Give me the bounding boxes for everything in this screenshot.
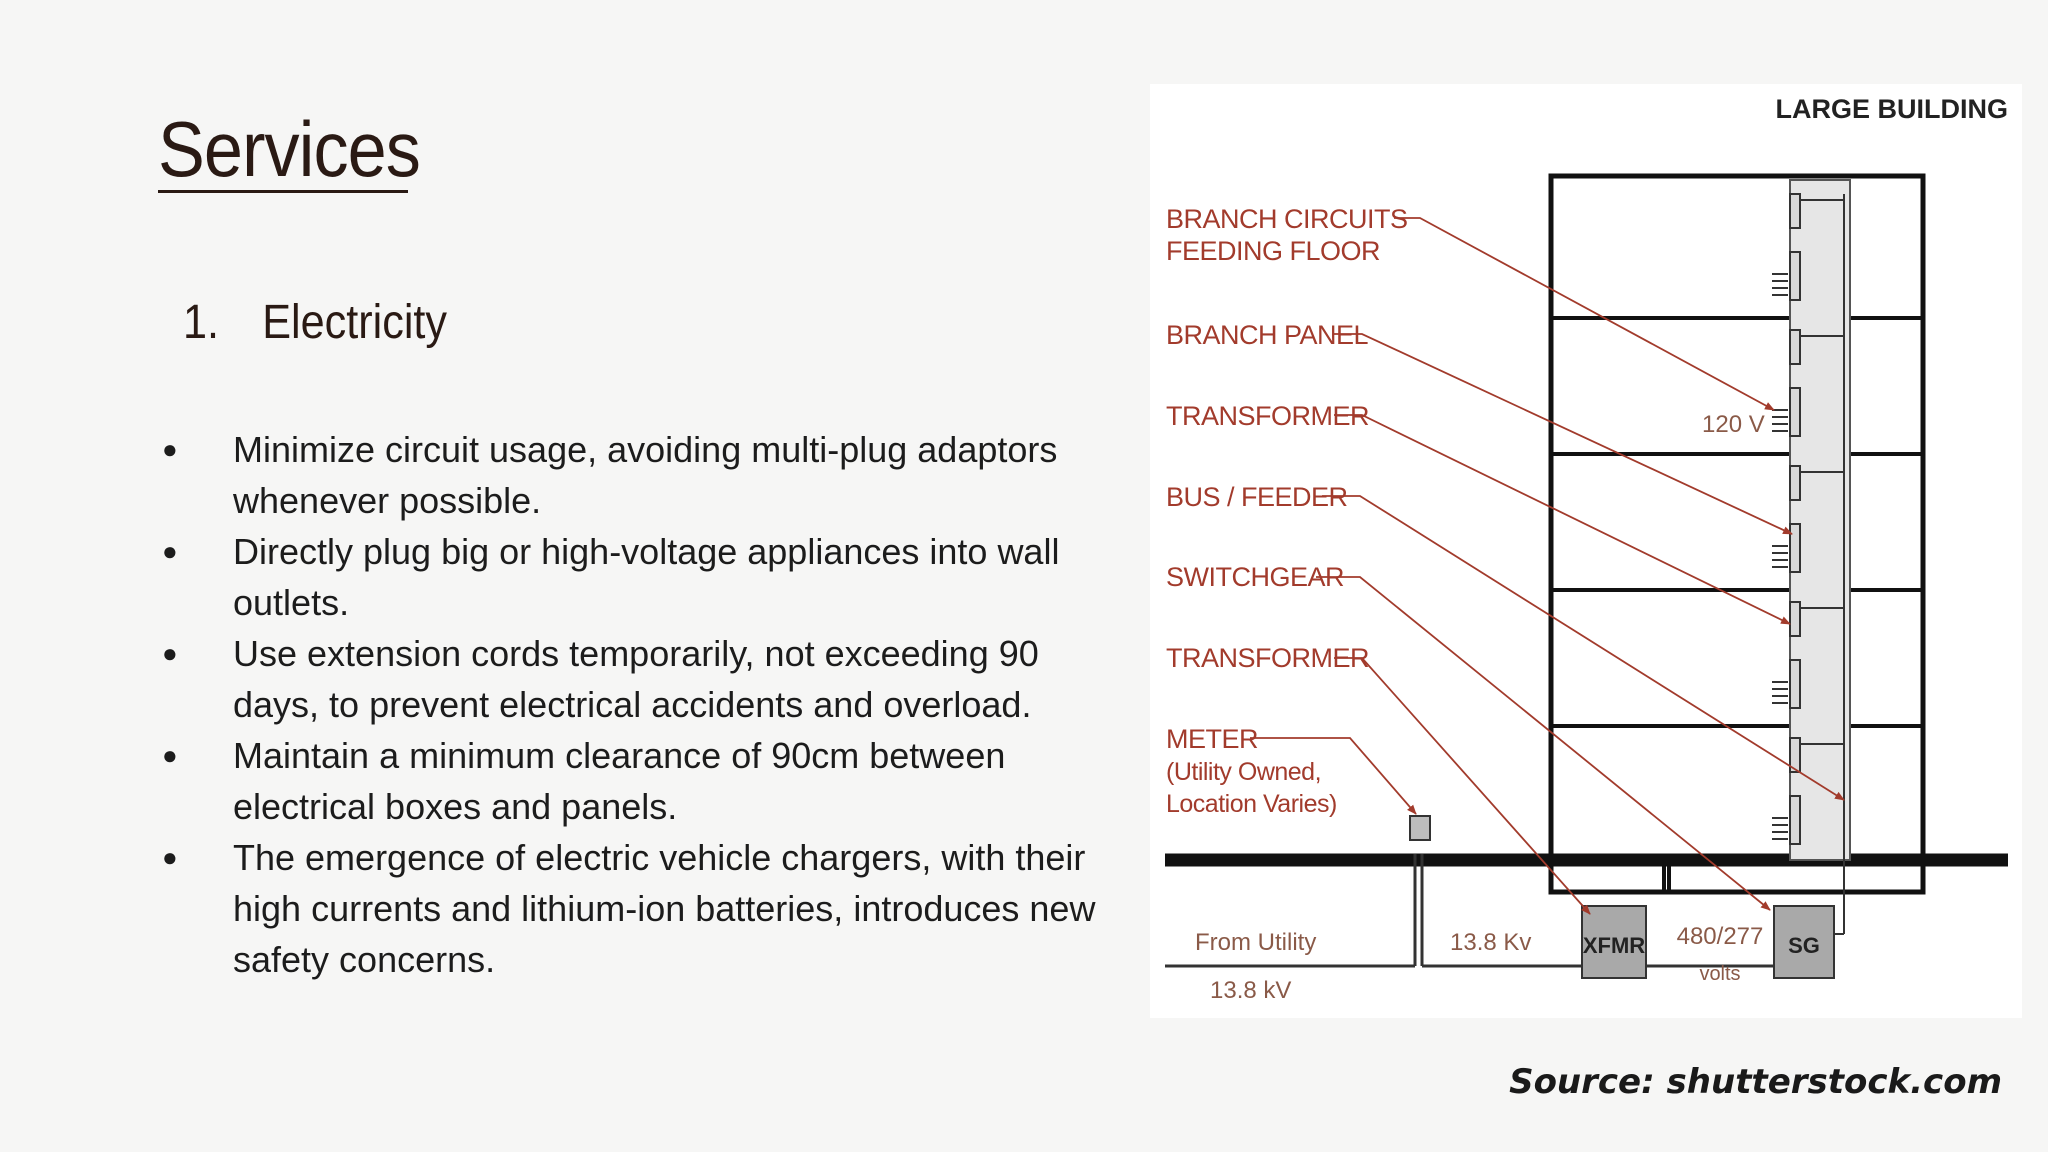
volts-value-label: 480/277	[1677, 923, 1764, 950]
bullet-item: Use extension cords temporarily, not exc…	[162, 628, 1102, 730]
label-meter: METER	[1166, 724, 1258, 754]
floor-panels	[1772, 193, 1844, 845]
feed-kv-label: 13.8 Kv	[1450, 929, 1531, 956]
switchgear-box	[1773, 905, 1835, 979]
sg-label: SG	[1788, 933, 1820, 958]
voltage-120-label: 120 V	[1702, 411, 1765, 438]
label-bus-feeder: BUS / FEEDER	[1166, 482, 1348, 512]
leader-lines	[1250, 217, 1845, 915]
volts-unit-label: volts	[1699, 963, 1740, 985]
label-branch-panel: BRANCH PANEL	[1166, 320, 1369, 350]
diagram-heading: LARGE BUILDING	[1776, 94, 2009, 124]
label-transformer-upper: TRANSFORMER	[1166, 401, 1369, 431]
section-number: 1.	[183, 296, 220, 349]
xfmr-label: XFMR	[1583, 933, 1645, 958]
from-utility-label: From Utility	[1195, 929, 1316, 956]
label-branch-circuits: BRANCH CIRCUITS	[1166, 204, 1408, 234]
building-electrical-diagram: LARGE BUILDING	[1150, 84, 2022, 1018]
label-switchgear: SWITCHGEAR	[1166, 562, 1344, 592]
meter-box	[1409, 815, 1431, 841]
title-underline	[158, 190, 408, 193]
bullet-item: Directly plug big or high-voltage applia…	[162, 526, 1102, 628]
bullet-list: Minimize circuit usage, avoiding multi-p…	[162, 424, 1102, 985]
xfmr-box	[1581, 905, 1647, 979]
label-feeding-floor: FEEDING FLOOR	[1166, 236, 1380, 266]
source-credit: Source: shutterstock.com	[1509, 1062, 2002, 1102]
diagram-svg: LARGE BUILDING	[1165, 94, 2009, 1004]
building-outline	[1548, 173, 1926, 895]
bullet-item: Maintain a minimum clearance of 90cm bet…	[162, 730, 1102, 832]
label-meter-location: Location Varies)	[1166, 790, 1337, 818]
bullet-item: The emergence of electric vehicle charge…	[162, 832, 1102, 985]
label-meter-owned: (Utility Owned,	[1166, 758, 1321, 786]
section-title: Electricity	[262, 296, 448, 349]
slide-title: Services	[158, 105, 421, 193]
utility-kv-label: 13.8 kV	[1210, 977, 1291, 1004]
bullet-item: Minimize circuit usage, avoiding multi-p…	[162, 424, 1102, 526]
section-heading: 1. Electricity	[183, 295, 447, 350]
